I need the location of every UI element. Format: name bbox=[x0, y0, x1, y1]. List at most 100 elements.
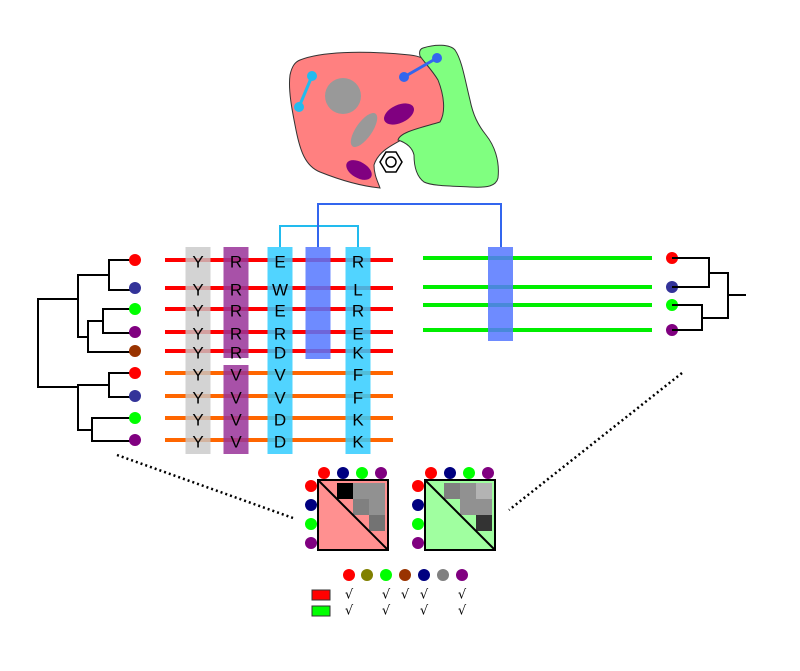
protein-complex-structure bbox=[289, 44, 499, 189]
matrix-border bbox=[424, 479, 496, 551]
right-zoom-line bbox=[508, 372, 683, 511]
intra-protein-contact bbox=[294, 71, 317, 112]
legend-swatch-red bbox=[311, 589, 331, 601]
residue-label: R bbox=[230, 325, 242, 344]
residue-label: K bbox=[352, 344, 364, 363]
matrix-column-species-green bbox=[356, 467, 368, 479]
residue-label: D bbox=[274, 344, 286, 363]
residue-label: Y bbox=[192, 411, 203, 430]
left-zoom-line bbox=[116, 453, 294, 520]
interface-column bbox=[305, 247, 331, 359]
residue-label: V bbox=[230, 433, 242, 452]
matrix-row-species-green bbox=[412, 518, 424, 530]
legend-species-green bbox=[380, 569, 392, 581]
presence-check: √ bbox=[382, 604, 391, 619]
right-phylogenetic-tree bbox=[672, 257, 746, 331]
species-marker-red bbox=[129, 367, 141, 379]
residue-label: F bbox=[353, 389, 363, 408]
left-distance-matrix bbox=[305, 467, 389, 551]
legend-species-grey bbox=[437, 569, 449, 581]
matrix-cell bbox=[369, 515, 385, 531]
matrix-cell bbox=[476, 499, 492, 515]
residue-label: E bbox=[352, 325, 363, 344]
residue-label: Y bbox=[192, 302, 203, 321]
matrix-column-species-red bbox=[318, 467, 330, 479]
species-marker-purple bbox=[129, 326, 141, 338]
residue-label: K bbox=[352, 411, 364, 430]
matrix-row-species-red bbox=[412, 480, 424, 492]
residue-label: Y bbox=[192, 281, 203, 300]
residue-label: R bbox=[274, 325, 286, 344]
distance-matrices bbox=[305, 467, 496, 551]
left-leaf-markers bbox=[129, 254, 141, 446]
inter-protein-contact bbox=[399, 53, 442, 82]
residue-label: R bbox=[230, 302, 242, 321]
residue-label: Y bbox=[192, 253, 203, 272]
residue-label: E bbox=[274, 302, 285, 321]
residue-label: R bbox=[230, 253, 242, 272]
presence-check: √ bbox=[420, 604, 429, 619]
legend-species-navy bbox=[418, 569, 430, 581]
species-marker-brown bbox=[129, 345, 141, 357]
residue-label: V bbox=[230, 389, 242, 408]
matrix-cell bbox=[337, 483, 353, 499]
legend-species-brown bbox=[399, 569, 411, 581]
residue-label: R bbox=[352, 302, 364, 321]
presence-check: √ bbox=[345, 604, 354, 619]
matrix-cell bbox=[353, 483, 369, 499]
species-marker-blue bbox=[129, 282, 141, 294]
residue-label: V bbox=[230, 411, 242, 430]
presence-check: √ bbox=[458, 588, 467, 603]
matrix-column-species-purple bbox=[482, 467, 494, 479]
legend-species-red bbox=[343, 569, 355, 581]
legend-swatch-green bbox=[311, 605, 331, 617]
purple-domain-lower bbox=[346, 160, 372, 180]
right-distance-matrix bbox=[412, 467, 496, 551]
residue-label: Y bbox=[192, 344, 203, 363]
residue-label: V bbox=[274, 389, 286, 408]
residue-label: W bbox=[272, 281, 288, 300]
species-marker-green bbox=[129, 412, 141, 424]
species-marker-blue bbox=[129, 390, 141, 402]
matrix-cell bbox=[353, 499, 369, 515]
right-sequence-lines bbox=[423, 256, 652, 332]
matrix-column-species-green bbox=[463, 467, 475, 479]
residue-label: Y bbox=[192, 433, 203, 452]
matrix-row-species-red bbox=[305, 480, 317, 492]
matrix-column-species-red bbox=[425, 467, 437, 479]
residue-label: R bbox=[230, 281, 242, 300]
purple-domain-upper bbox=[384, 103, 414, 125]
residue-label: E bbox=[274, 253, 285, 272]
species-marker-red bbox=[129, 254, 141, 266]
matrix-cell bbox=[460, 499, 476, 515]
conserved-column bbox=[185, 247, 211, 454]
matrix-row-species-purple bbox=[412, 537, 424, 549]
matrix-cell bbox=[476, 483, 492, 499]
presence-check: √ bbox=[420, 588, 429, 603]
matrix-row-species-green bbox=[305, 518, 317, 530]
residue-label: K bbox=[352, 433, 364, 452]
matrix-column-species-purple bbox=[375, 467, 387, 479]
coevolving-column bbox=[267, 247, 293, 454]
matrix-row-species-purple bbox=[305, 537, 317, 549]
matrix-cell bbox=[369, 499, 385, 515]
matrix-column-species-navy bbox=[444, 467, 456, 479]
residue-label: F bbox=[353, 366, 363, 385]
residue-label: D bbox=[274, 411, 286, 430]
presence-check: √ bbox=[401, 588, 410, 603]
grey-domain-elongated bbox=[350, 112, 378, 148]
matrix-cell bbox=[444, 483, 460, 499]
matrix-cell bbox=[476, 515, 492, 531]
right-interface-column bbox=[488, 247, 513, 341]
specificity-column-family-b bbox=[223, 365, 249, 454]
matrix-row-species-navy bbox=[412, 499, 424, 511]
residue-label: Y bbox=[192, 366, 203, 385]
residue-label: D bbox=[274, 433, 286, 452]
matrix-column-species-navy bbox=[337, 467, 349, 479]
residue-label: R bbox=[352, 253, 364, 272]
residue-label: L bbox=[353, 281, 362, 300]
grey-domain-round bbox=[325, 78, 361, 114]
presence-check: √ bbox=[345, 588, 354, 603]
residue-label: R bbox=[230, 344, 242, 363]
